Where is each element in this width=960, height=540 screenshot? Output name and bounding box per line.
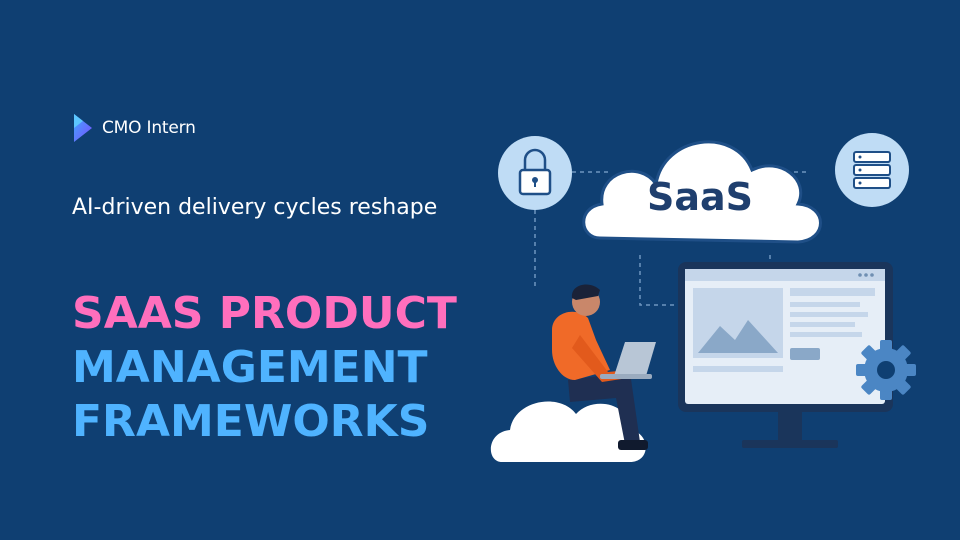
brand-name: CMO Intern (102, 118, 196, 138)
play-chevron-logo-icon (74, 114, 92, 142)
seat-cloud-icon (490, 401, 646, 462)
laptop-icon (600, 342, 656, 379)
monitor-icon (678, 262, 893, 448)
lock-icon (498, 136, 572, 210)
subtitle: AI-driven delivery cycles reshape (72, 195, 438, 220)
gear-icon (856, 340, 916, 400)
headline: SAAS PRODUCT MANAGEMENT FRAMEWORKS (72, 287, 457, 449)
headline-line-2: MANAGEMENT (72, 342, 428, 393)
headline-line-3: FRAMEWORKS (72, 396, 430, 447)
person-figure (552, 284, 648, 450)
server-icon (835, 133, 909, 207)
saas-illustration: SaaS (490, 133, 916, 462)
cloud-label: SaaS (647, 175, 753, 219)
saas-cloud-icon: SaaS (582, 140, 822, 244)
brand: CMO Intern (72, 112, 196, 144)
headline-line-1: SAAS PRODUCT (72, 288, 457, 339)
